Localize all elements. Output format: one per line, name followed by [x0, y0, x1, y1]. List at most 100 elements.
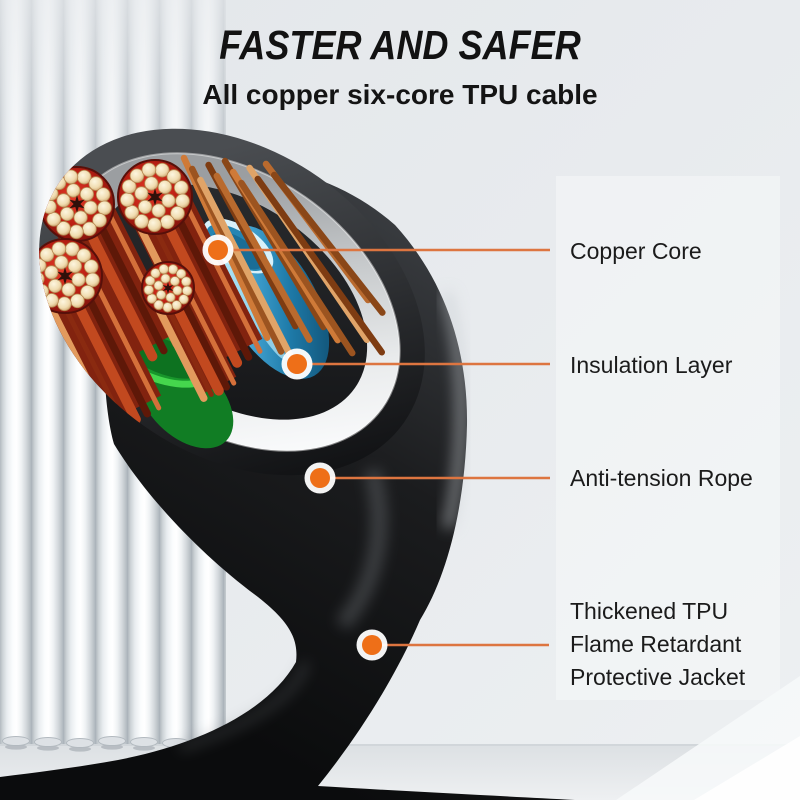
cable-sheen-bottom: [178, 660, 310, 752]
strand-tip: [153, 280, 164, 291]
strand-tip: [181, 285, 193, 296]
copper-strand: [254, 175, 386, 356]
strand-tip: [120, 192, 135, 208]
rib-base: [34, 737, 62, 747]
strand-tip: [134, 214, 149, 229]
callout-label-insulation-layer: Insulation Layer: [570, 352, 733, 378]
strand-tip: [171, 300, 182, 311]
callout-label-line-1: Thickened TPU: [570, 598, 729, 624]
callout-label-anti-tension-rope: Anti-tension Rope: [570, 465, 753, 491]
rib-base-shadow: [69, 746, 91, 752]
marker-dot-copper-core: [208, 240, 228, 260]
strand-tip: [170, 205, 185, 221]
strand-tip: [92, 212, 107, 228]
strand-tip: [175, 268, 187, 280]
floor-light-wedge-bright: [694, 736, 800, 800]
strand-tip: [51, 241, 67, 257]
callout-label-line-2: Flame Retardant: [570, 631, 742, 657]
strand-tip: [61, 282, 76, 297]
bundle-body-streak: [78, 215, 158, 362]
bundle-body-streak: [185, 289, 237, 386]
strand-tip: [162, 302, 173, 313]
strand-tip: [153, 299, 164, 311]
strand-tip: [143, 284, 154, 296]
strand-tip: [63, 169, 79, 185]
rib-base-shadow: [37, 745, 59, 751]
bundle-body-streak: [176, 292, 231, 391]
marker-dot-protective-jacket: [362, 635, 382, 655]
strand-tip: [83, 259, 99, 274]
rib-base-shadow: [101, 744, 123, 750]
callout-markers: [202, 234, 550, 661]
rib-base-shadow: [5, 744, 27, 750]
strand-tip: [146, 293, 158, 304]
page-subtitle: All copper six-core TPU cable: [202, 79, 598, 110]
strand-tip: [56, 221, 71, 236]
strand-tip: [121, 179, 137, 194]
rib-base: [98, 736, 126, 746]
bundle-body-streak: [182, 199, 263, 354]
bundle-center-star: [69, 195, 85, 213]
marker-dot-insulation-layer: [287, 354, 307, 374]
bundle-body-streak: [66, 287, 141, 425]
copper-strand: [238, 179, 356, 357]
strand-tip: [158, 263, 169, 275]
strand-tip: [161, 193, 176, 208]
strand-tip: [180, 276, 192, 287]
strand-tip: [73, 210, 88, 225]
strand-tip: [160, 214, 175, 230]
strand-tip: [70, 293, 85, 309]
callout-label-line-3: Protective Jacket: [570, 664, 746, 690]
strand-tip: [156, 289, 167, 300]
strand-tip: [138, 199, 153, 214]
strand-tip: [124, 205, 140, 220]
marker-dot-anti-tension-rope: [310, 468, 330, 488]
strand-tip: [144, 176, 159, 191]
bundle-body-streak: [156, 208, 243, 368]
callout-label-copper-core: Copper Core: [570, 238, 702, 264]
bundle-body-streak: [79, 283, 152, 418]
cable-sheen-right: [440, 290, 468, 530]
strand-tip: [60, 206, 75, 221]
strand-tip: [79, 187, 94, 202]
strand-tip: [57, 296, 72, 312]
rib-base: [66, 738, 94, 748]
right-light-panel: [556, 176, 780, 700]
strand-tip: [95, 187, 111, 202]
strand-tip: [157, 180, 172, 195]
bundle-body-streak: [91, 211, 168, 355]
strand-tip: [134, 186, 149, 201]
copper-strand: [197, 176, 299, 369]
strand-tip: [144, 275, 156, 286]
callout-label-protective-jacket: Thickened TPU Flame Retardant Protective…: [570, 595, 745, 694]
bundle-body-streak: [162, 300, 214, 397]
cable-sheen-bend: [335, 467, 387, 631]
rib-base: [2, 736, 30, 746]
strand-tip: [82, 221, 97, 237]
strand-tip: [46, 212, 62, 227]
strand-tip: [172, 285, 183, 296]
strand-tip: [178, 294, 189, 305]
copper-strand: [213, 172, 313, 343]
bundle-body-streak: [169, 204, 253, 361]
strand-tip: [97, 200, 112, 216]
strand-tip: [173, 180, 189, 195]
bundle-center-star: [162, 281, 174, 295]
strand-tip: [160, 273, 171, 284]
bundle-body-streak: [92, 278, 162, 411]
copper-strand: [270, 171, 386, 316]
bundle-center-star: [57, 267, 73, 285]
strand-tip: [141, 162, 157, 178]
rib-base: [130, 737, 158, 747]
strand-tip: [44, 265, 59, 280]
strand-tip: [48, 278, 63, 293]
strand-tip: [166, 169, 182, 184]
strand-tip: [85, 272, 100, 288]
strand-tip: [56, 193, 71, 208]
strand-tip: [150, 268, 161, 279]
strand-tip: [69, 224, 84, 240]
strand-tip: [67, 259, 82, 274]
strand-tip: [66, 183, 81, 198]
